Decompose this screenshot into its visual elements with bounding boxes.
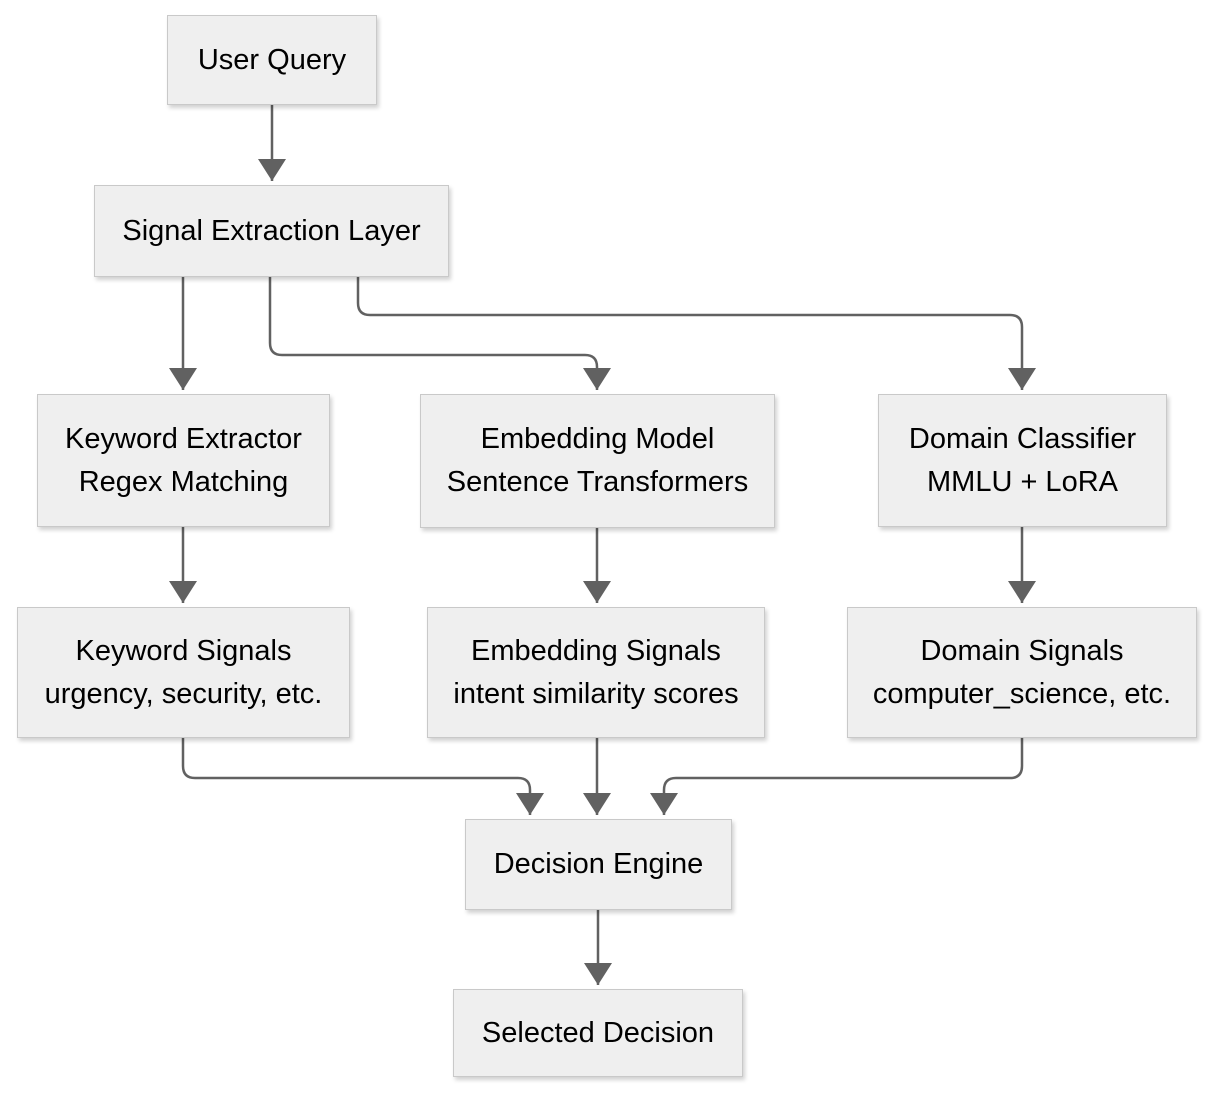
node-user-query: User Query bbox=[167, 15, 377, 105]
node-sublabel: intent similarity scores bbox=[453, 677, 739, 710]
node-sublabel: Regex Matching bbox=[78, 465, 289, 498]
edge-keyword-signals-to-decision-engine bbox=[181, 738, 544, 815]
node-label: Selected Decision bbox=[481, 1016, 715, 1049]
node-label: Keyword Signals bbox=[75, 634, 292, 667]
node-keyword-extractor: Keyword Extractor Regex Matching bbox=[37, 394, 330, 527]
edge-domain-signals-to-decision-engine bbox=[650, 738, 1024, 815]
node-embedding-signals: Embedding Signals intent similarity scor… bbox=[427, 607, 765, 738]
node-sublabel: Sentence Transformers bbox=[446, 466, 749, 498]
node-domain-classifier: Domain Classifier MMLU + LoRA bbox=[878, 394, 1167, 527]
node-label: Domain Classifier bbox=[908, 422, 1137, 455]
node-label: User Query bbox=[197, 43, 347, 76]
node-decision-engine: Decision Engine bbox=[465, 819, 732, 910]
node-label: Decision Engine bbox=[493, 848, 704, 880]
edge-signal-extraction-to-domain-classifier bbox=[356, 277, 1036, 390]
node-sublabel: urgency, security, etc. bbox=[44, 677, 323, 710]
node-embedding-model: Embedding Model Sentence Transformers bbox=[420, 394, 775, 528]
node-selected-decision: Selected Decision bbox=[453, 989, 743, 1077]
node-label: Domain Signals bbox=[920, 634, 1124, 667]
node-signal-extraction-layer: Signal Extraction Layer bbox=[94, 185, 449, 277]
node-label: Embedding Model bbox=[480, 423, 715, 455]
node-label: Keyword Extractor bbox=[65, 422, 302, 455]
node-sublabel: computer_science, etc. bbox=[872, 677, 1172, 710]
node-domain-signals: Domain Signals computer_science, etc. bbox=[847, 607, 1197, 738]
node-sublabel: MMLU + LoRA bbox=[927, 465, 1118, 498]
edge-signal-extraction-to-embedding-model bbox=[268, 277, 611, 390]
node-label: Embedding Signals bbox=[471, 634, 721, 667]
node-label: Signal Extraction Layer bbox=[122, 214, 421, 247]
node-keyword-signals: Keyword Signals urgency, security, etc. bbox=[17, 607, 350, 738]
